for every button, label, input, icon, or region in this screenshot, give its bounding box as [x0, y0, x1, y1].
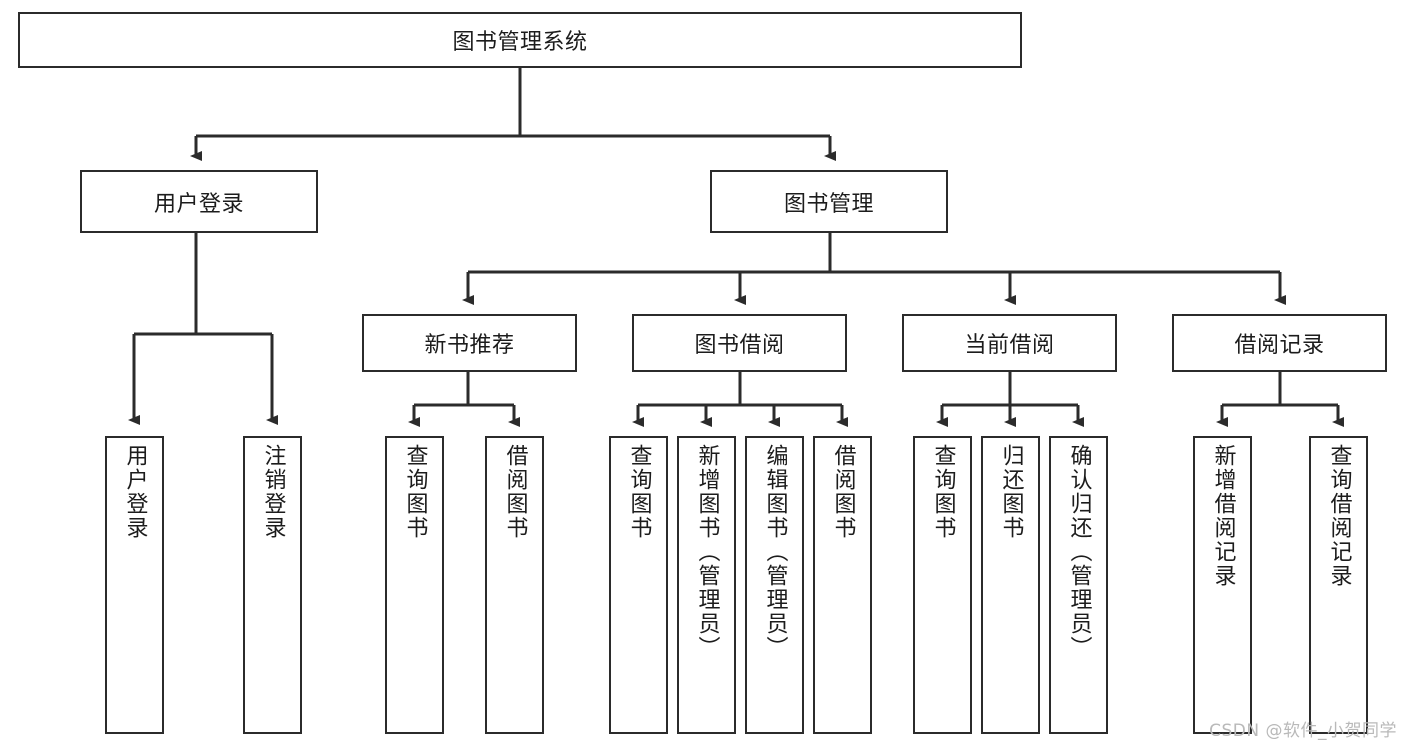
node-label: 图书借阅 — [694, 333, 785, 358]
node-label: 查询图书 — [930, 444, 956, 540]
node-leaf-add-borrow-record[interactable]: 新增借阅记录 — [1193, 436, 1252, 734]
node-leaf-user-login[interactable]: 用户登录 — [105, 436, 164, 734]
node-label: 注销登录 — [260, 444, 286, 540]
node-leaf-query-books-recommend[interactable]: 查询图书 — [385, 436, 444, 734]
node-leaf-logout[interactable]: 注销登录 — [243, 436, 302, 734]
node-leaf-borrow-books[interactable]: 借阅图书 — [813, 436, 872, 734]
node-leaf-borrow-books-recommend[interactable]: 借阅图书 — [485, 436, 544, 734]
node-leaf-add-book-admin[interactable]: 新增图书（管理员） — [677, 436, 736, 734]
node-label: 当前借阅 — [964, 333, 1055, 358]
node-label: 查询图书 — [402, 444, 428, 540]
node-root-book-management-system[interactable]: 图书管理系统 — [18, 12, 1022, 68]
node-label: 新增图书（管理员） — [694, 444, 720, 660]
node-label: 图书管理系统 — [452, 30, 588, 55]
node-borrow-records[interactable]: 借阅记录 — [1172, 314, 1387, 372]
node-user-login[interactable]: 用户登录 — [80, 170, 318, 233]
node-leaf-query-books-borrow[interactable]: 查询图书 — [609, 436, 668, 734]
node-label: 图书管理 — [783, 191, 874, 217]
node-label: 归还图书 — [998, 444, 1024, 540]
node-book-borrowing[interactable]: 图书借阅 — [632, 314, 847, 372]
node-label: 借阅记录 — [1234, 333, 1325, 358]
watermark: CSDN @软件_小贺同学 — [1209, 721, 1397, 741]
node-label: 确认归还（管理员） — [1066, 444, 1092, 660]
node-leaf-confirm-return-admin[interactable]: 确认归还（管理员） — [1049, 436, 1108, 734]
node-label: 用户登录 — [122, 444, 148, 540]
node-label: 借阅图书 — [502, 444, 528, 540]
node-new-book-recommendation[interactable]: 新书推荐 — [362, 314, 577, 372]
node-label: 查询图书 — [626, 444, 652, 540]
node-leaf-edit-book-admin[interactable]: 编辑图书（管理员） — [745, 436, 804, 734]
node-leaf-query-books-current[interactable]: 查询图书 — [913, 436, 972, 734]
node-label: 新增借阅记录 — [1210, 444, 1236, 588]
node-leaf-return-books[interactable]: 归还图书 — [981, 436, 1040, 734]
node-label: 新书推荐 — [424, 333, 515, 358]
node-label: 借阅图书 — [830, 444, 856, 540]
node-current-borrowing[interactable]: 当前借阅 — [902, 314, 1117, 372]
node-label: 查询借阅记录 — [1326, 444, 1352, 588]
node-label: 编辑图书（管理员） — [762, 444, 788, 660]
node-book-management[interactable]: 图书管理 — [710, 170, 948, 233]
node-label: 用户登录 — [153, 191, 244, 217]
node-leaf-query-borrow-record[interactable]: 查询借阅记录 — [1309, 436, 1368, 734]
